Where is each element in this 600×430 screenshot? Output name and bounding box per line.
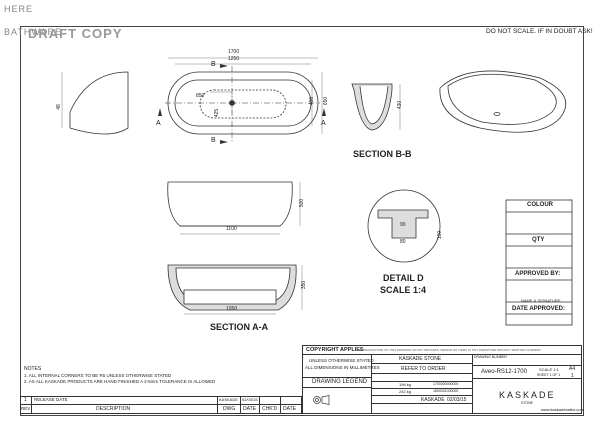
section-bb-label: SECTION B-B [353,149,412,159]
rev-row-date: 02/03/15 [242,397,258,402]
approved-by-label: APPROVED BY: [515,271,561,277]
brand-watermark-line2: BATHWARE [4,27,63,37]
dim-side-inner: 400 [309,96,316,106]
weight-1: 196 kg [399,382,412,387]
dim-inner-offset: 425 [214,108,221,118]
notes-line-1: 1. ALL INTERNAL CORNERS TO BE R5 UNLESS … [24,373,172,378]
dim-detail-d-w: 90 [400,222,406,228]
barcode-2: 1800001000000 [433,389,459,393]
brand-sub: STONE [521,401,533,405]
rev-header-chkd: CHK'D [262,406,278,412]
title-block: COPYRIGHT APPLIES REPRODUCTION OF THIS D… [302,345,584,414]
revision-table: 1 RELEASE DATE KASKADE 02/03/15 REV DESC… [20,396,302,414]
brand-watermark-line1: HERE [4,4,34,14]
maker-label: KASKADE STONE [399,356,442,362]
dim-top-inner: 1250 [228,56,240,62]
copyright-label: COPYRIGHT APPLIES [306,347,364,353]
website: www.kaskadebaths.com [541,407,584,412]
rev-header-description: DESCRIPTION [96,406,131,412]
dim-section-a-base: 1050 [226,306,238,312]
colour-label: COLOUR [527,202,553,208]
rev-row-num: 1 [24,397,27,403]
qty-label: QTY [532,237,545,243]
rev-number: 1 [571,373,574,379]
weight-2: 242 kg [399,389,412,394]
name-signature-label: NAME & SIGNATURE [521,298,561,303]
rev-row-text: RELEASE DATE [34,397,68,402]
dim-top-length: 1700 [228,49,240,55]
rev-header-dwg: DWG [223,406,236,412]
notes-title: NOTES [24,366,42,372]
dim-side-height: 650 [323,96,330,106]
drawn-date: 02/03/15 [447,397,467,403]
brand-logo: KASKADE [499,390,556,400]
projection-symbol-icon [313,392,331,405]
section-marker-b-top: B [211,61,216,68]
dim-section-b-height: 430 [397,100,404,110]
section-marker-b-bottom: B [211,137,216,144]
rev-header-date: DATE [243,406,256,412]
front-elevation-outline [167,181,293,227]
detail-d-outline [367,189,441,263]
units-line-2: ALL DIMENSIONS IN MILLIMETRES [305,365,380,370]
refer-to-order: REFER TO ORDER [401,366,446,372]
drawing-legend-label: DRAWING LEGEND [312,379,368,385]
dim-detail-d-base: 80 [400,239,406,245]
iso-view-outline [439,70,567,133]
scale: SCALE 1:1 [539,367,559,372]
drawing-number-label: DRAWING NUMBER [474,355,507,359]
drawing-frame [20,26,584,416]
draft-copy-watermark: DRAFT COPY [28,26,123,41]
copyright-fine-print: REPRODUCTION OF THIS DRAWING OR ANY PROC… [359,348,542,352]
do-not-scale-note: DO NOT SCALE. IF IN DOUBT ASK! [486,28,593,35]
dim-front-base: 1100 [226,226,237,232]
drawn-by: KASKADE [421,397,445,403]
notes-line-2: 2. AS ALL KASKADE PRODUCTS ARE HAND FINI… [24,379,216,384]
rev-header-date2: DATE [283,406,296,412]
dim-end-height: 48 [55,104,62,110]
drawing-number: Aveo-RS12-1700 [481,369,527,375]
date-approved-label: DATE APPROVED: [512,306,566,312]
dim-detail-d-height: 100 [437,230,444,240]
detail-d-label: DETAIL D [383,273,424,283]
end-view-outline [69,71,129,135]
size: A4 [569,366,576,372]
dim-inner-radius: 850 [196,93,205,99]
rev-row-by: KASKADE [219,397,238,402]
units-line-1: UNLESS OTHERWISE STATED [309,358,374,363]
dim-section-a-height: 350 [301,280,308,290]
section-marker-a-left: A [156,120,161,127]
sheet: SHEET 1 OF 1 [537,373,561,377]
section-aa-label: SECTION A-A [210,322,269,332]
section-marker-a-right: A [321,120,326,127]
rev-header-rev: REV [21,406,31,411]
dim-front-height: 500 [299,198,306,208]
barcode-1: 1700000000000 [433,382,459,386]
detail-d-scale: SCALE 1:4 [380,285,427,295]
